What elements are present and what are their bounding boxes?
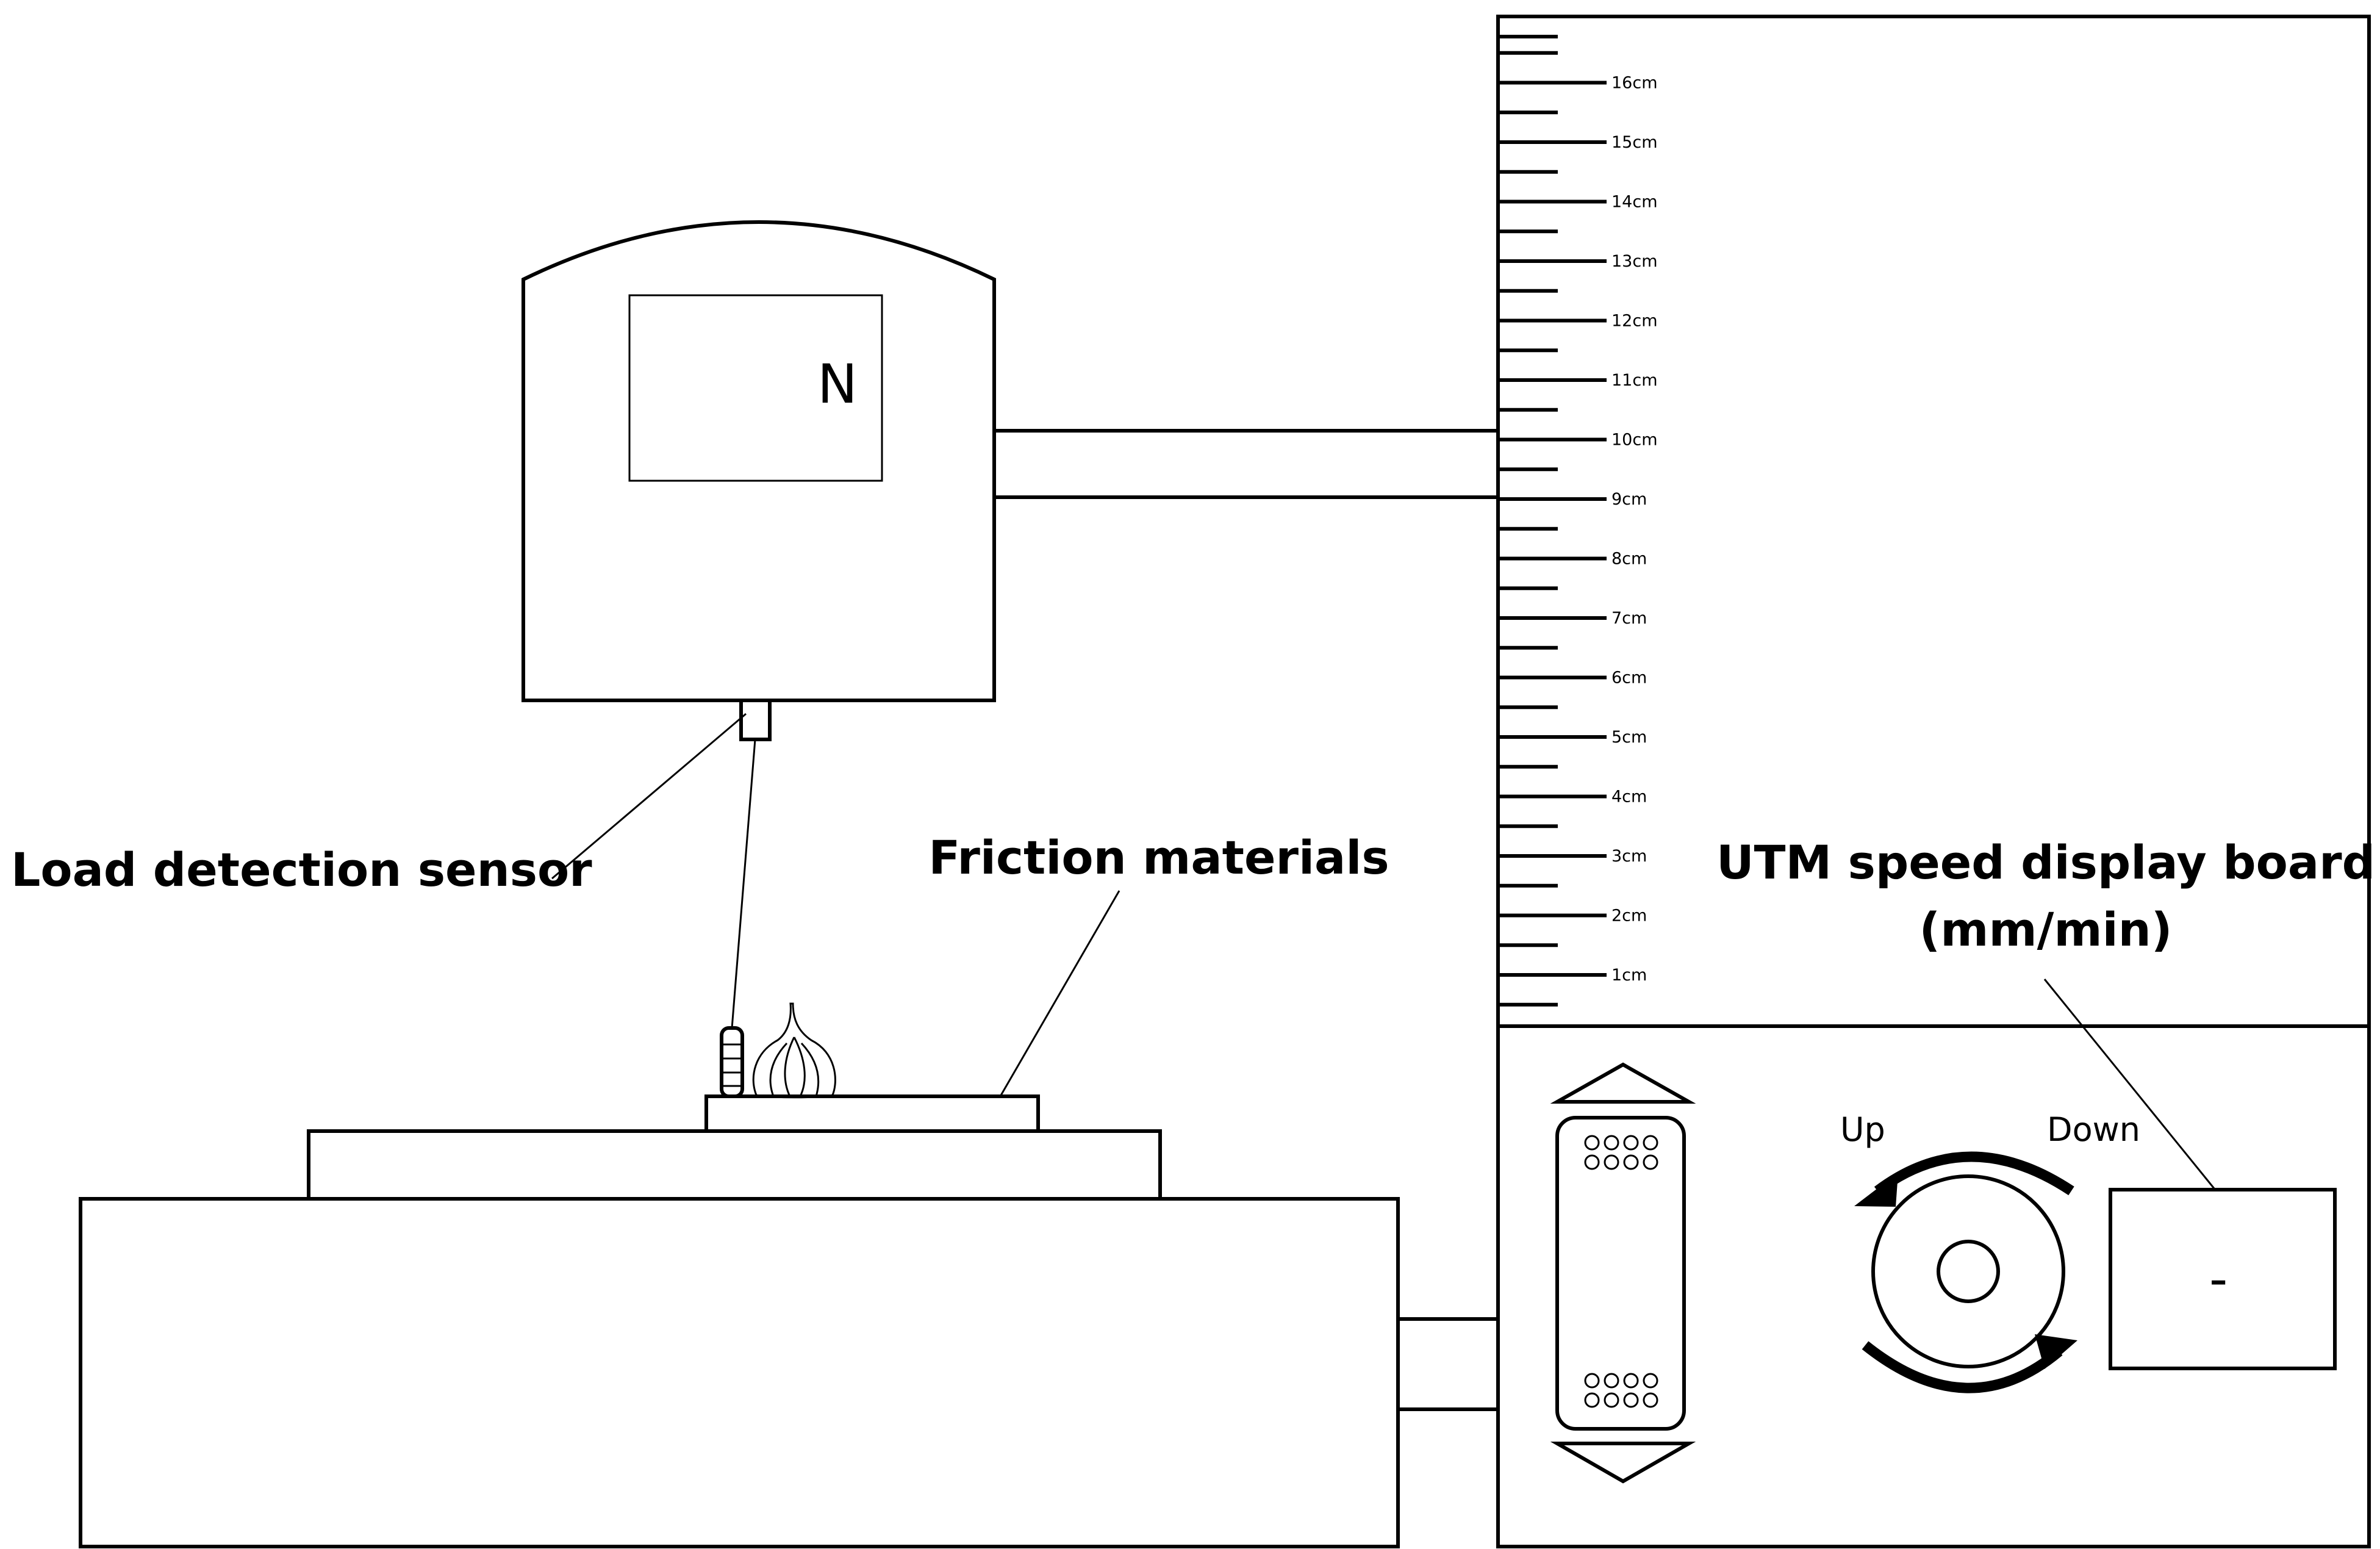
vent-hole (1604, 1373, 1619, 1389)
sensor-connector (739, 699, 772, 741)
ruler-label: 6cm (1611, 669, 1647, 688)
jog-control-panel[interactable] (1555, 1116, 1686, 1431)
ruler-label: 13cm (1611, 252, 1658, 271)
load-cell-housing (522, 220, 996, 702)
jog-down-arrow-icon[interactable] (1550, 1442, 1696, 1484)
jog-up-arrow-icon[interactable] (1550, 1062, 1696, 1104)
speed-dial-hub (1937, 1240, 2000, 1303)
vent-holes-bottom (1584, 1373, 1658, 1408)
test-stage (307, 1129, 1162, 1201)
garlic-sample-icon (752, 1002, 836, 1099)
ruler-label: 7cm (1611, 609, 1647, 628)
ruler-label: 4cm (1611, 788, 1647, 807)
machine-base (79, 1197, 1400, 1548)
utm-frame (1496, 15, 2371, 1548)
ruler-label: 1cm (1611, 966, 1647, 985)
down-label: Down (2047, 1110, 2140, 1149)
force-unit-label: N (817, 353, 858, 415)
vent-hole (1584, 1373, 1600, 1389)
friction-materials-label: Friction materials (928, 830, 1389, 885)
height-ruler: 1cm 2cm 3cm 4cm 5cm 6cm 7cm 8cm 9cm 10cm 11cm 12cm 1… (1498, 35, 1658, 1007)
rotate-up-arrow-icon (1874, 1151, 2074, 1196)
vent-hole (1584, 1392, 1600, 1408)
vent-hole (1643, 1373, 1658, 1389)
ruler-label: 11cm (1611, 371, 1658, 390)
rotate-up-arrowhead-icon (1854, 1173, 1898, 1207)
vent-hole (1623, 1135, 1639, 1151)
display-leader-line (2043, 979, 2215, 1189)
ruler-label: 15cm (1611, 133, 1658, 152)
ruler-label: 2cm (1611, 907, 1647, 925)
vent-hole (1623, 1154, 1639, 1170)
ruler-label: 10cm (1611, 431, 1658, 450)
vent-hole (1643, 1135, 1658, 1151)
friction-leader-line (999, 890, 1120, 1097)
speed-display-value: - (2209, 1249, 2228, 1309)
load-sensor-leader-line (551, 713, 747, 880)
ruler-label: 5cm (1611, 728, 1647, 747)
utm-display-unit-label: (mm/min) (1919, 902, 2173, 957)
friction-material-plate (704, 1094, 1040, 1133)
sensor-clip (720, 1026, 744, 1098)
speed-display-board (2109, 1188, 2337, 1370)
ruler-label: 14cm (1611, 193, 1658, 212)
vent-holes-top (1584, 1135, 1658, 1170)
ruler-label: 8cm (1611, 550, 1647, 569)
ruler-label: 12cm (1611, 312, 1658, 331)
vent-hole (1584, 1154, 1600, 1170)
vent-hole (1604, 1135, 1619, 1151)
vent-hole (1643, 1154, 1658, 1170)
sensor-string (731, 739, 756, 1029)
rotate-down-arrowhead-icon (2035, 1334, 2077, 1369)
up-label: Up (1840, 1110, 1885, 1149)
ruler-label: 9cm (1611, 490, 1647, 509)
vent-hole (1604, 1392, 1619, 1408)
vent-hole (1584, 1135, 1600, 1151)
ruler-label: 3cm (1611, 847, 1647, 866)
load-sensor-label: Load detection sensor (11, 843, 592, 897)
rotate-down-arrow-icon (1862, 1341, 2063, 1393)
ruler-label: 16cm (1611, 74, 1658, 93)
speed-dial[interactable] (1871, 1174, 2065, 1368)
vent-hole (1643, 1392, 1658, 1408)
vent-hole (1623, 1392, 1639, 1408)
force-readout-window (628, 294, 883, 482)
vent-hole (1604, 1154, 1619, 1170)
utm-display-label: UTM speed display board (1716, 835, 2375, 890)
vent-hole (1623, 1373, 1639, 1389)
